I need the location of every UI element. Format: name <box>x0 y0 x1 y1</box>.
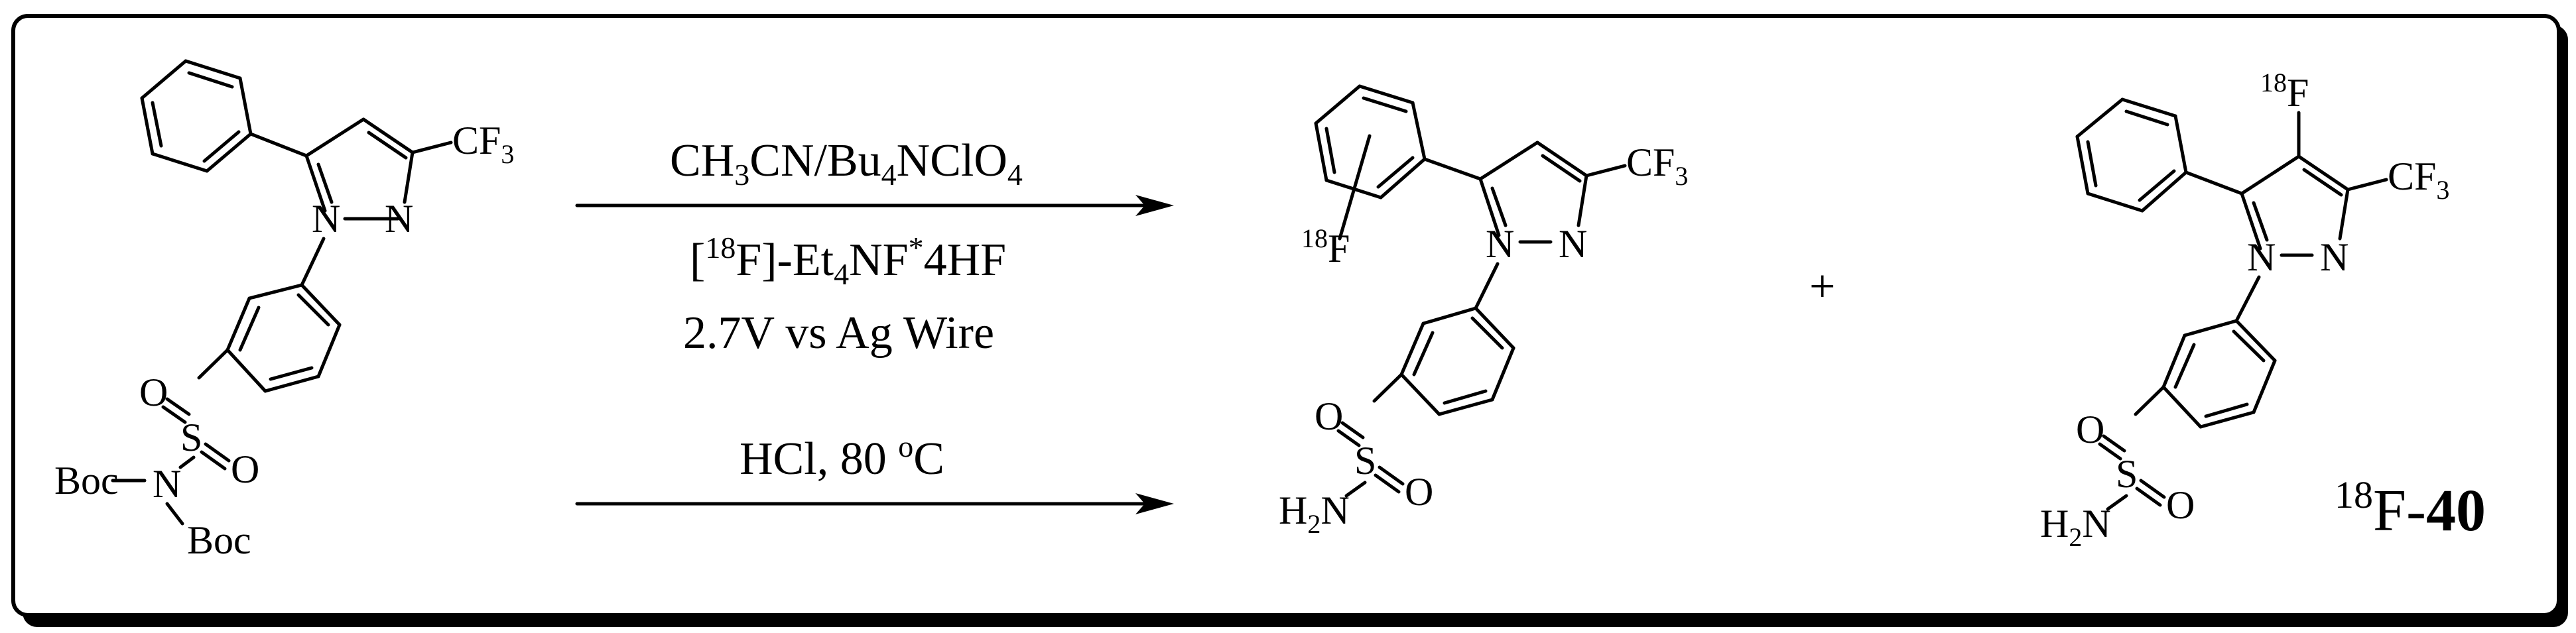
plus-sign: + <box>1809 261 1835 312</box>
p1-s-label: S <box>1354 439 1376 483</box>
sm-n1-label: N <box>312 197 340 241</box>
p2-pyrazole-ring <box>2184 111 2388 257</box>
product-aryl-fluoro: 18F CF3 N N O <box>1279 84 1688 539</box>
p2-n2-label: N <box>2320 235 2349 279</box>
p1-pyrazole-ring <box>1423 141 1627 244</box>
condition-step2: HCl, 80 oC <box>740 430 944 485</box>
compound-label-18f-40: 18F-40 <box>2335 473 2486 544</box>
p1-n2-label: N <box>1559 222 1587 266</box>
product-18f-40: 18F CF3 N N O S O H2N 18F-40 <box>2040 68 2486 552</box>
p1-h2n-label: H2N <box>1279 489 1350 539</box>
scheme-frame <box>11 14 2561 617</box>
p2-h2n-label: H2N <box>2040 502 2111 552</box>
sm-o-right-label: O <box>231 447 259 491</box>
p2-phenyl-ring <box>2075 97 2188 213</box>
sm-s-label: S <box>180 416 202 459</box>
sm-phenyl-ring <box>140 59 253 173</box>
p2-o-right-label: O <box>2166 483 2195 527</box>
p1-sulfonylphenyl-ring <box>1372 262 1515 416</box>
arrow-2-head <box>1135 493 1174 514</box>
p1-18f-label: 18F <box>1301 223 1350 270</box>
condition-potential: 2.7V vs Ag Wire <box>683 308 994 359</box>
sm-n-label: N <box>153 462 181 506</box>
sm-sulfonylphenyl-ring <box>197 237 342 393</box>
p1-phenyl-ring <box>1314 84 1427 241</box>
p2-s-label: S <box>2116 452 2138 496</box>
sm-boc2-label: Boc <box>187 518 251 562</box>
p1-cf3-label: CF3 <box>1626 141 1688 191</box>
p2-n1-label: N <box>2247 235 2276 279</box>
p2-18f-label: 18F <box>2260 68 2309 115</box>
p1-o-right-label: O <box>1405 470 1433 514</box>
starting-material: CF3 N N O S O N Boc Boc <box>54 59 514 562</box>
condition-solvent: CH3CN/Bu4NClO4 <box>670 135 1023 192</box>
p1-n1-label: N <box>1486 222 1514 266</box>
sm-boc1-label: Boc <box>54 459 119 502</box>
sm-n2-label: N <box>385 197 413 241</box>
sm-pyrazole-ring <box>249 117 453 221</box>
arrow-1-head <box>1135 195 1174 216</box>
p2-sulfonylphenyl-ring <box>2134 275 2277 429</box>
